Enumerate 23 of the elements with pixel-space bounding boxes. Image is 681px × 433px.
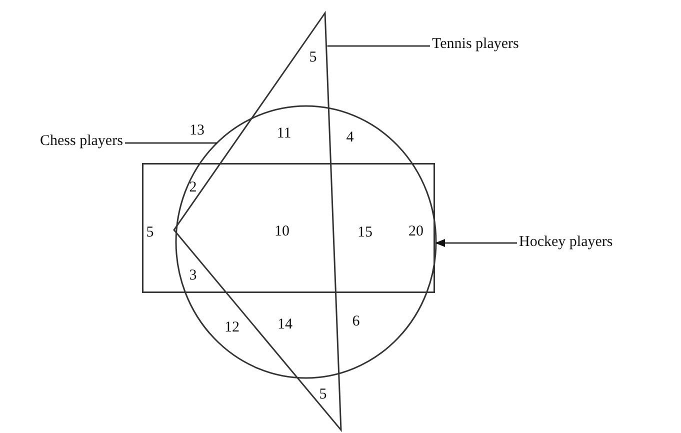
region-count: 5 bbox=[309, 50, 317, 66]
region-count: 10 bbox=[274, 224, 290, 240]
triangle-outline bbox=[173, 12, 343, 432]
region-count: 6 bbox=[352, 314, 360, 330]
region-count: 14 bbox=[278, 316, 292, 334]
leader-line bbox=[327, 45, 430, 47]
set-label: Tennis players bbox=[432, 36, 519, 56]
leader-arrow bbox=[435, 239, 517, 247]
region-count: 15 bbox=[358, 224, 372, 242]
region-count: 5 bbox=[319, 386, 327, 404]
region-count: 3 bbox=[189, 268, 197, 284]
region-count: 4 bbox=[346, 130, 354, 146]
rectangle-outline bbox=[142, 163, 435, 293]
set-label: Hockey players bbox=[519, 234, 613, 254]
region-count: 12 bbox=[224, 320, 240, 336]
set-label: Chess players bbox=[40, 133, 123, 153]
region-count: 5 bbox=[146, 224, 154, 242]
region-count: 20 bbox=[408, 224, 424, 240]
leader-line bbox=[125, 142, 217, 144]
region-count: 11 bbox=[276, 126, 292, 142]
region-count: 13 bbox=[190, 122, 204, 140]
region-count: 2 bbox=[189, 180, 197, 196]
ellipse-outline bbox=[175, 105, 437, 379]
